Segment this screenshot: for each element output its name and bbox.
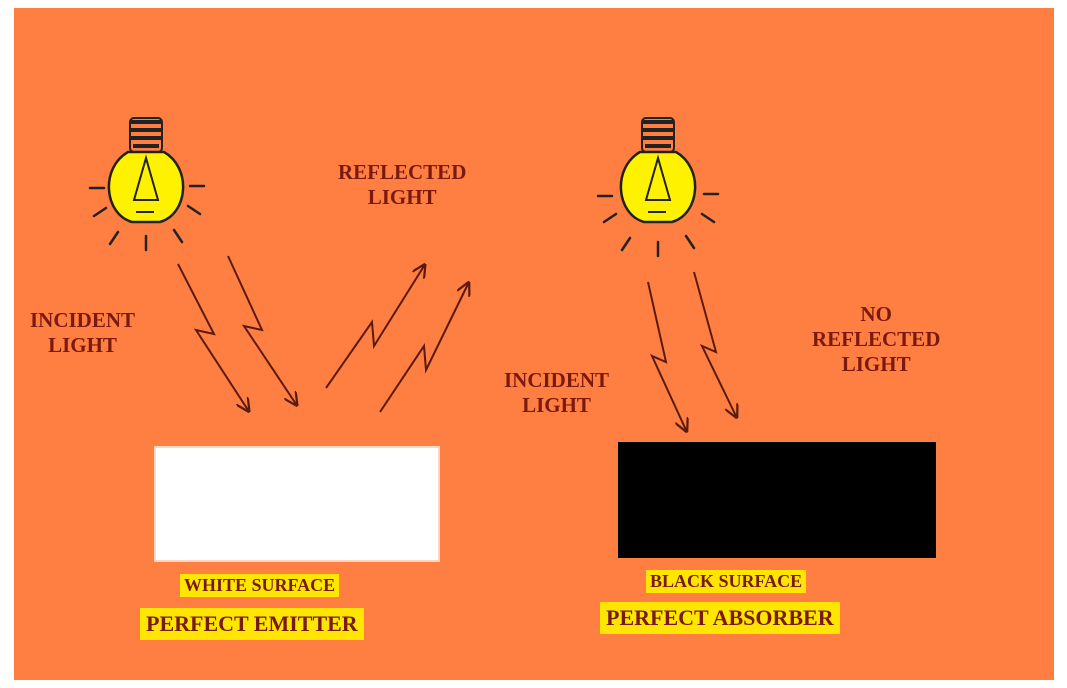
white-surface-caption: WHITE SURFACE	[180, 574, 339, 597]
perfect-emitter-caption: PERFECT EMITTER	[140, 608, 364, 640]
incident-arrows-right	[648, 272, 736, 430]
perfect-absorber-caption: PERFECT ABSORBER	[600, 602, 840, 634]
black-surface	[618, 442, 936, 558]
reflected-arrows-left	[326, 266, 468, 412]
black-surface-caption: BLACK SURFACE	[646, 570, 806, 593]
reflected-light-label-left: REFLECTED LIGHT	[338, 160, 466, 210]
incident-arrows-left	[178, 256, 296, 410]
incident-light-label-right: INCIDENT LIGHT	[504, 368, 609, 418]
incident-light-label-left: INCIDENT LIGHT	[30, 308, 135, 358]
light-bulb-icon-left	[90, 118, 204, 250]
no-reflected-light-label: NO REFLECTED LIGHT	[812, 302, 940, 378]
white-surface	[154, 446, 440, 562]
light-bulb-icon-right	[598, 118, 718, 256]
